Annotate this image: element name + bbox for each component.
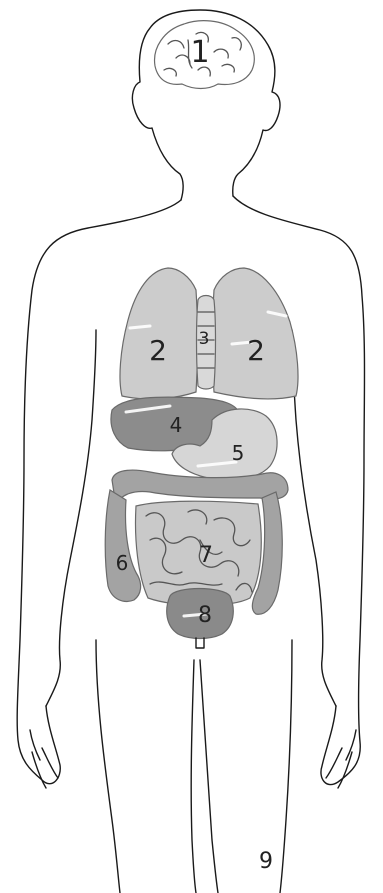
ascending-colon	[105, 490, 140, 601]
label-brain: 1	[190, 35, 209, 70]
urethra	[196, 638, 204, 648]
label-lung-right: 2	[247, 334, 265, 367]
left-arm-inner	[46, 330, 96, 706]
right-arm-inner	[292, 330, 336, 706]
label-bladder: 8	[198, 603, 212, 628]
label-body: 9	[259, 849, 273, 874]
label-large-intestine: 6	[116, 551, 129, 575]
left-leg	[96, 640, 120, 893]
label-stomach: 5	[232, 441, 245, 465]
inner-right-leg	[200, 660, 218, 893]
label-lung-left: 2	[149, 334, 167, 367]
label-liver: 4	[170, 413, 183, 437]
left-hand	[30, 730, 58, 788]
lung-left-highlight	[130, 326, 150, 328]
right-leg	[280, 640, 292, 893]
label-trachea: 3	[199, 329, 210, 349]
inner-left-leg	[191, 660, 196, 893]
label-small-intestine: 7	[199, 543, 213, 568]
